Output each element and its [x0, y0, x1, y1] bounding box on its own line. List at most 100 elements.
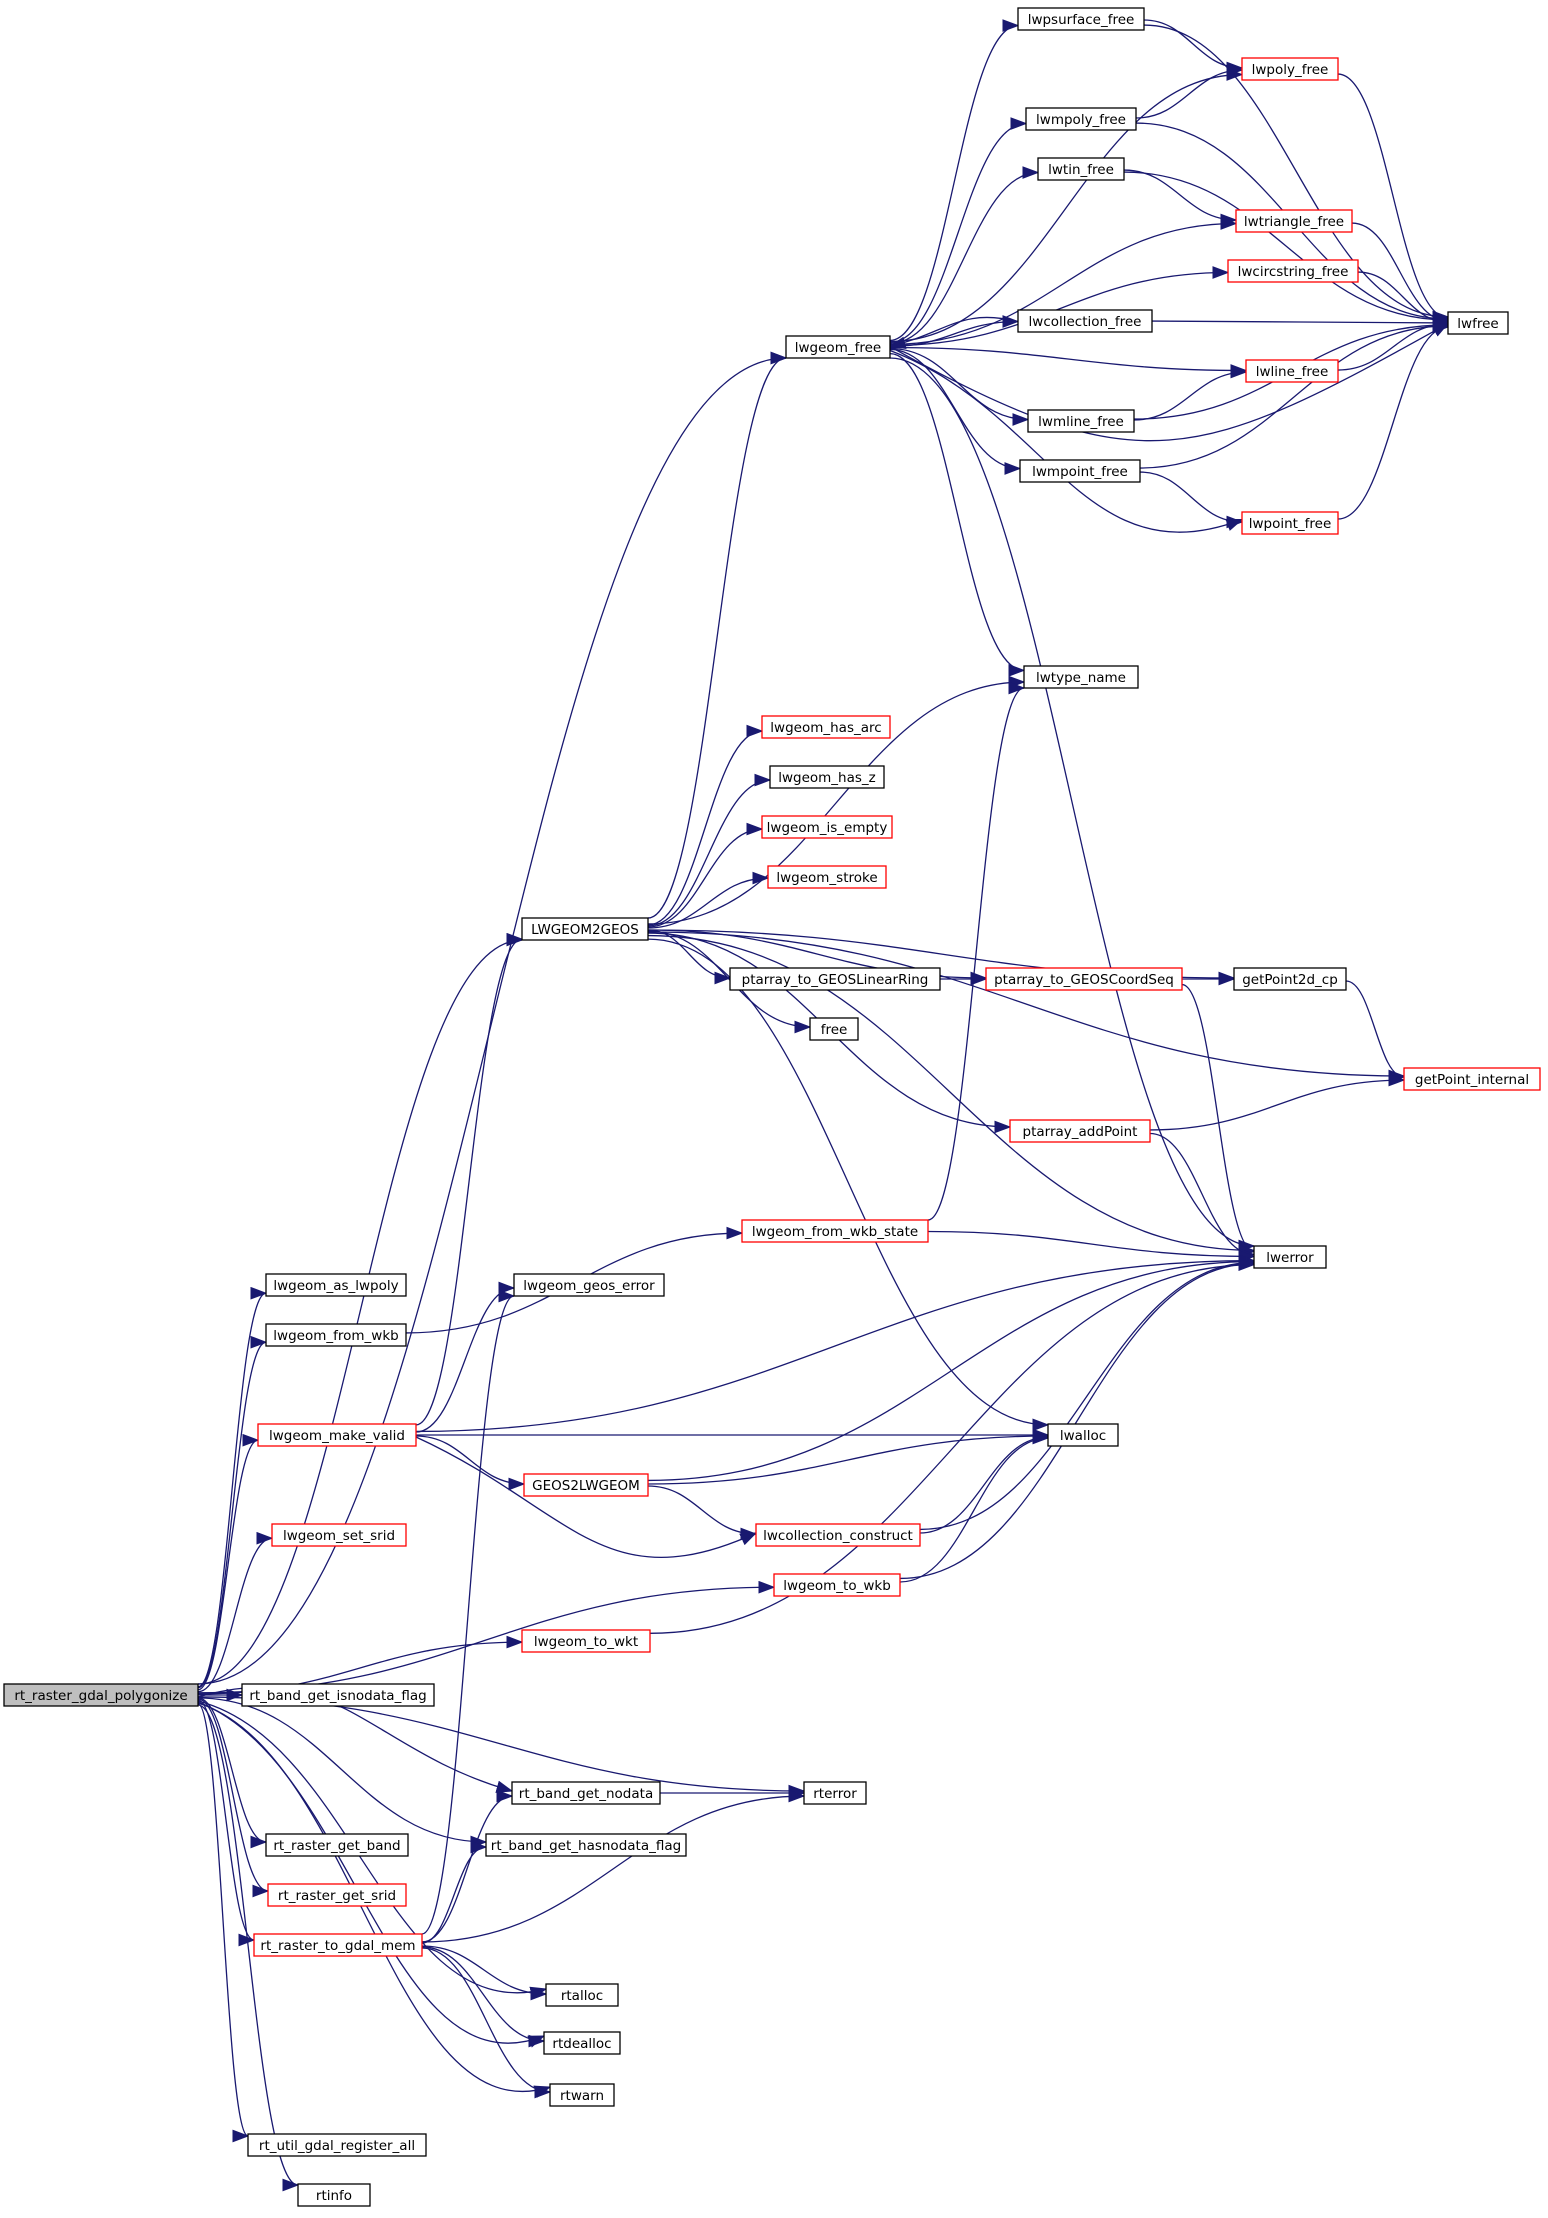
node-box[interactable]	[1447, 311, 1509, 335]
node-lwpsurface-free[interactable]: lwpsurface_free	[1017, 7, 1145, 31]
node-box[interactable]	[265, 1833, 409, 1857]
node-box[interactable]	[761, 715, 891, 739]
node-box[interactable]	[1227, 259, 1359, 283]
node-rt-raster-get-srid[interactable]: rt_raster_get_srid	[267, 1883, 407, 1907]
node-lwgeom-is-empty[interactable]: lwgeom_is_empty	[761, 815, 893, 839]
node-box[interactable]	[521, 917, 649, 941]
node-lwtin-free[interactable]: lwtin_free	[1037, 157, 1125, 181]
node-rtdealloc[interactable]: rtdealloc	[543, 2031, 621, 2055]
node-lwcollection-construct[interactable]: lwcollection_construct	[755, 1523, 921, 1547]
node-box[interactable]	[267, 1883, 407, 1907]
node-box[interactable]	[809, 1017, 859, 1041]
node-lwgeom-set-srid[interactable]: lwgeom_set_srid	[271, 1523, 407, 1547]
node-box[interactable]	[1025, 107, 1137, 131]
node-lwmpoly-free[interactable]: lwmpoly_free	[1025, 107, 1137, 131]
node-rtalloc[interactable]: rtalloc	[545, 1983, 619, 2007]
node-lwline-free[interactable]: lwline_free	[1245, 359, 1339, 383]
node-lwmpoint-free[interactable]: lwmpoint_free	[1019, 459, 1141, 483]
node-box[interactable]	[257, 1423, 417, 1447]
node-ptarray-to-geoslinearring[interactable]: ptarray_to_GEOSLinearRing	[729, 967, 941, 991]
node-box[interactable]	[1019, 459, 1141, 483]
node-lwcollection-free[interactable]: lwcollection_free	[1017, 309, 1153, 333]
node-rt-raster-get-band[interactable]: rt_raster_get_band	[265, 1833, 409, 1857]
node-lwtriangle-free[interactable]: lwtriangle_free	[1235, 209, 1353, 233]
node-box[interactable]	[513, 1273, 665, 1297]
node-lwmline-free[interactable]: lwmline_free	[1027, 409, 1135, 433]
node-rt-band-get-nodata[interactable]: rt_band_get_nodata	[511, 1781, 661, 1805]
node-box[interactable]	[1253, 1245, 1327, 1269]
node-box[interactable]	[1241, 511, 1339, 535]
node-ptarray-to-geoscoordseq[interactable]: ptarray_to_GEOSCoordSeq	[985, 967, 1183, 991]
node-getpoint2d-cp[interactable]: getPoint2d_cp	[1233, 967, 1347, 991]
node-rt-band-get-hasnodata-flag[interactable]: rt_band_get_hasnodata_flag	[485, 1833, 687, 1857]
node-box[interactable]	[1235, 209, 1353, 233]
node-lwalloc[interactable]: lwalloc	[1047, 1423, 1119, 1447]
node-lwgeom-make-valid[interactable]: lwgeom_make_valid	[257, 1423, 417, 1447]
node-box[interactable]	[1009, 1119, 1151, 1143]
node-lwgeom-to-wkb[interactable]: lwgeom_to_wkb	[773, 1573, 901, 1597]
node-box[interactable]	[271, 1523, 407, 1547]
node-rtwarn[interactable]: rtwarn	[549, 2083, 615, 2107]
node-box[interactable]	[543, 2031, 621, 2055]
node-box[interactable]	[741, 1219, 929, 1243]
node-box[interactable]	[1233, 967, 1347, 991]
node-box[interactable]	[761, 815, 893, 839]
node-free[interactable]: free	[809, 1017, 859, 1041]
node-box[interactable]	[1027, 409, 1135, 433]
node-box[interactable]	[247, 2133, 427, 2157]
node-box[interactable]	[265, 1273, 407, 1297]
node-box[interactable]	[297, 2183, 371, 2207]
node-box[interactable]	[1241, 57, 1339, 81]
node-box[interactable]	[521, 1629, 651, 1653]
node-box[interactable]	[773, 1573, 901, 1597]
node-rt-util-gdal-register-all[interactable]: rt_util_gdal_register_all	[247, 2133, 427, 2157]
node-lwgeom-free[interactable]: lwgeom_free	[785, 335, 891, 359]
node-lwgeom-from-wkb[interactable]: lwgeom_from_wkb	[265, 1323, 407, 1347]
node-ptarray-addpoint[interactable]: ptarray_addPoint	[1009, 1119, 1151, 1143]
node-lwerror[interactable]: lwerror	[1253, 1245, 1327, 1269]
node-lwgeom-has-z[interactable]: lwgeom_has_z	[769, 765, 885, 789]
node-lwgeom-stroke[interactable]: lwgeom_stroke	[767, 865, 887, 889]
node-box[interactable]	[265, 1323, 407, 1347]
node-lwpoint-free[interactable]: lwpoint_free	[1241, 511, 1339, 535]
node-lwfree[interactable]: lwfree	[1447, 311, 1509, 335]
node-box[interactable]	[241, 1683, 435, 1707]
node-box[interactable]	[1017, 7, 1145, 31]
node-box[interactable]	[523, 1473, 649, 1497]
node-box[interactable]	[1037, 157, 1125, 181]
node-box[interactable]	[485, 1833, 687, 1857]
node-box[interactable]	[549, 2083, 615, 2107]
node-getpoint-internal[interactable]: getPoint_internal	[1403, 1067, 1541, 1091]
node-box[interactable]	[1245, 359, 1339, 383]
node-lwgeom-has-arc[interactable]: lwgeom_has_arc	[761, 715, 891, 739]
node-box[interactable]	[545, 1983, 619, 2007]
node-box[interactable]	[3, 1683, 199, 1707]
node-box[interactable]	[729, 967, 941, 991]
node-lwgeom-as-lwpoly[interactable]: lwgeom_as_lwpoly	[265, 1273, 407, 1297]
node-box[interactable]	[803, 1781, 867, 1805]
node-box[interactable]	[985, 967, 1183, 991]
node-box[interactable]	[253, 1933, 423, 1957]
node-box[interactable]	[1047, 1423, 1119, 1447]
node-box[interactable]	[769, 765, 885, 789]
node-box[interactable]	[511, 1781, 661, 1805]
node-box[interactable]	[767, 865, 887, 889]
node-lwgeom-geos-error[interactable]: lwgeom_geos_error	[513, 1273, 665, 1297]
node-lwgeom-from-wkb-state[interactable]: lwgeom_from_wkb_state	[741, 1219, 929, 1243]
node-lwgeom-to-wkt[interactable]: lwgeom_to_wkt	[521, 1629, 651, 1653]
node-lwgeom2geos[interactable]: LWGEOM2GEOS	[521, 917, 649, 941]
node-lwtype-name[interactable]: lwtype_name	[1023, 665, 1139, 689]
node-rt-band-get-isnodata-flag[interactable]: rt_band_get_isnodata_flag	[241, 1683, 435, 1707]
node-root[interactable]: rt_raster_gdal_polygonize	[3, 1683, 199, 1707]
node-box[interactable]	[785, 335, 891, 359]
node-box[interactable]	[1017, 309, 1153, 333]
node-box[interactable]	[755, 1523, 921, 1547]
node-lwcircstring-free[interactable]: lwcircstring_free	[1227, 259, 1359, 283]
node-lwpoly-free[interactable]: lwpoly_free	[1241, 57, 1339, 81]
node-rt-raster-to-gdal-mem[interactable]: rt_raster_to_gdal_mem	[253, 1933, 423, 1957]
node-rterror[interactable]: rterror	[803, 1781, 867, 1805]
node-box[interactable]	[1023, 665, 1139, 689]
node-rtinfo[interactable]: rtinfo	[297, 2183, 371, 2207]
node-geos2lwgeom[interactable]: GEOS2LWGEOM	[523, 1473, 649, 1497]
node-box[interactable]	[1403, 1067, 1541, 1091]
